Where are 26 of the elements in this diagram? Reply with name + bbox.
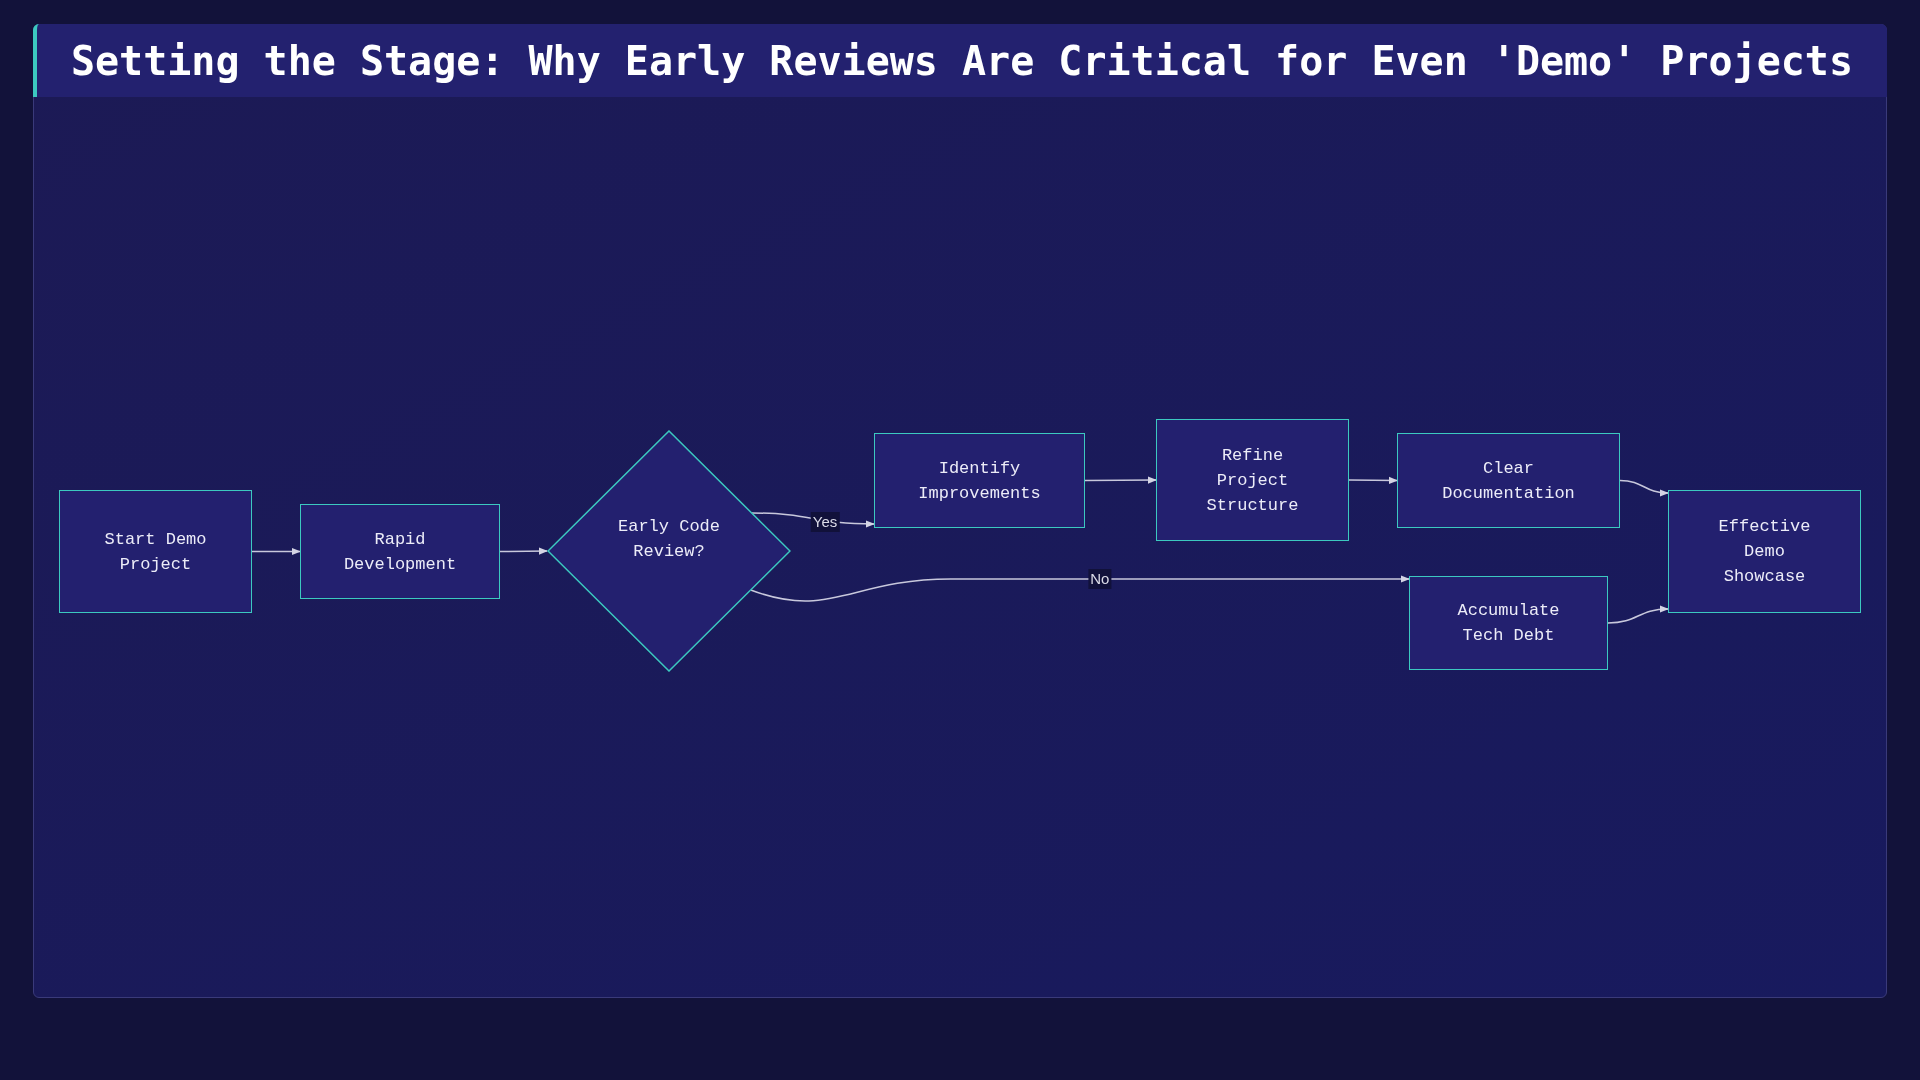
process-box <box>1409 576 1608 670</box>
arrow <box>499 547 548 555</box>
decision-diamond <box>547 430 791 672</box>
node-label: Identify Improvements <box>917 457 1042 505</box>
title: Setting the Stage: Why Early Reviews Are Critical for Even 'Demo' Projects <box>70 36 1854 86</box>
edge-label: No <box>1088 569 1112 589</box>
node-label: Rapid Development <box>342 528 458 576</box>
process-box <box>1397 433 1620 528</box>
process-box <box>300 504 500 599</box>
process-box <box>874 433 1085 528</box>
process-box <box>59 490 252 613</box>
arrow <box>749 575 1410 602</box>
node-label: Clear Documentation <box>1441 457 1576 505</box>
node-label: Effective Demo Showcase <box>1717 516 1812 588</box>
process-box <box>1668 490 1861 613</box>
arrow <box>1619 479 1669 497</box>
arrow <box>1607 605 1669 624</box>
node-label: Early Code Review? <box>617 516 721 563</box>
node-label: Start Demo Project <box>103 528 208 576</box>
arrow <box>251 547 301 556</box>
node-label: Refine Project Structure <box>1205 444 1300 517</box>
arrow <box>1084 476 1157 484</box>
node-label: Accumulate Tech Debt <box>1456 600 1561 647</box>
process-box <box>1156 419 1349 541</box>
arrow <box>1348 476 1398 484</box>
edge-label: Yes <box>810 512 840 533</box>
